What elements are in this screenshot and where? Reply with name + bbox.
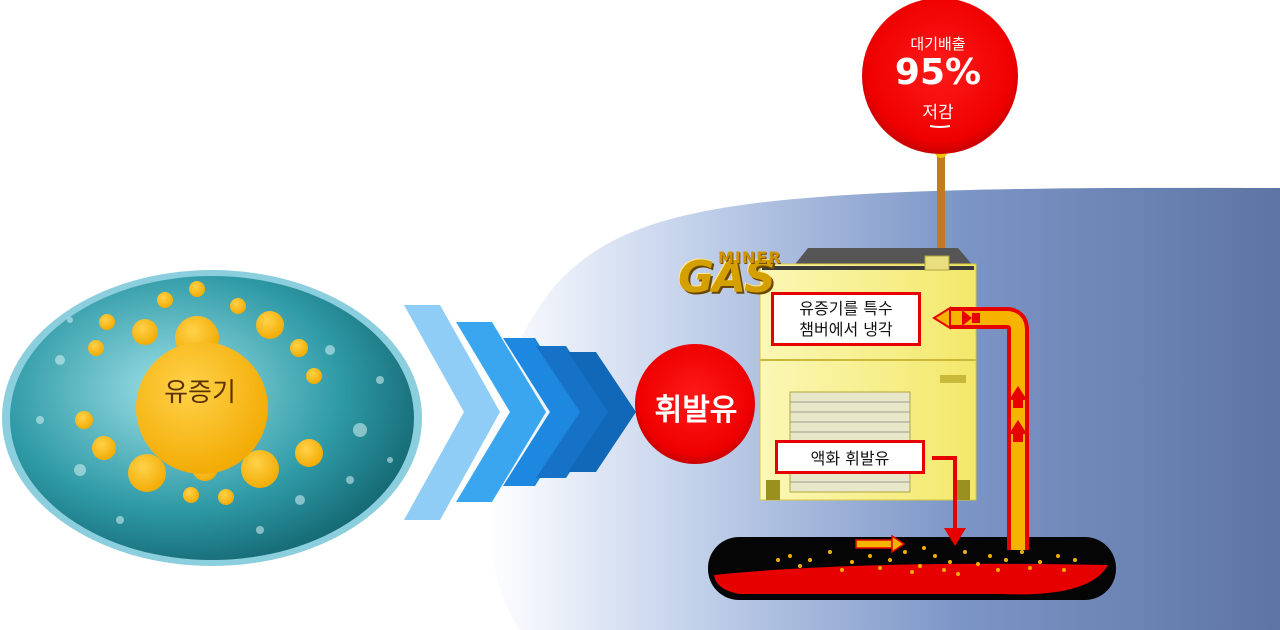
fuel-tank (708, 534, 1116, 600)
emission-badge (862, 0, 1018, 154)
liquid-flow-arrow (932, 456, 966, 546)
volatile-label: 휘발유 (654, 393, 738, 428)
gas-miner-logo-top: MINER (718, 248, 782, 267)
vapor-return-pipe (932, 306, 1029, 550)
emission-bottom-text: 저감 (922, 103, 954, 123)
liquid-callout-text: 액화 휘발유 (810, 449, 890, 468)
emission-value: 95% (894, 52, 982, 93)
vapor-label: 유증기 (164, 378, 236, 408)
cooling-callout: 유증기를 특수 챔버에서 냉각 (771, 292, 921, 346)
liquid-callout: 액화 휘발유 (775, 440, 925, 474)
cooling-callout-line2: 챔버에서 냉각 (799, 320, 893, 339)
cooling-callout-line1: 유증기를 특수 (799, 299, 893, 318)
gas-miner-logo: GAS (678, 252, 776, 303)
volatile-circle (635, 344, 755, 464)
exhaust-pipe (937, 152, 945, 262)
flow-chevrons (404, 305, 636, 520)
emission-top-text: 대기배출 (910, 35, 966, 53)
vapor-main-circle (136, 342, 268, 474)
